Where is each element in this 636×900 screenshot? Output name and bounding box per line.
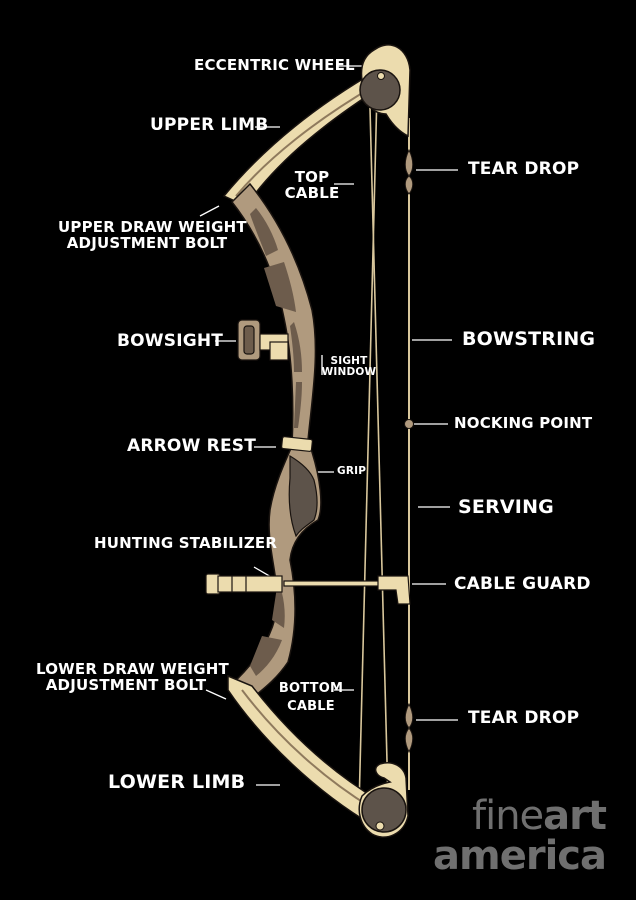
- riser-cutouts: [250, 208, 302, 676]
- watermark-fine: fine: [472, 793, 544, 839]
- bottom-cable-line: [369, 107, 389, 801]
- arrow-rest-shape: [281, 436, 313, 452]
- nocking-point-shape: [404, 419, 414, 429]
- label-bottom-cable-line2: CABLE: [287, 698, 335, 714]
- label-lower-draw-weight-bolt: LOWER DRAW WEIGHT ADJUSTMENT BOLT: [36, 660, 229, 694]
- top-cable-line: [358, 91, 378, 809]
- cable-guard-slide: [377, 575, 411, 605]
- label-eccentric-wheel: ECCENTRIC WHEEL: [194, 56, 355, 74]
- bottom-eccentric-wheel: [361, 787, 407, 833]
- riser-cutout-1: [250, 208, 278, 256]
- label-top-cable: TOP CABLE: [282, 168, 342, 202]
- label-upper-bolt-line2: ADJUSTMENT BOLT: [66, 233, 228, 252]
- riser-cutout-4: [294, 382, 302, 428]
- label-lower-bolt-line1: LOWER DRAW WEIGHT: [36, 660, 229, 678]
- label-serving: SERVING: [458, 496, 554, 518]
- label-nocking-point: NOCKING POINT: [454, 414, 593, 432]
- bowsight-ring: [243, 325, 255, 355]
- label-upper-bolt-line1: UPPER DRAW WEIGHT: [58, 218, 247, 236]
- stabilizer-rod: [217, 575, 283, 593]
- label-arrow-rest: ARROW REST: [127, 436, 257, 456]
- label-tear-drop-top: TEAR DROP: [468, 159, 580, 179]
- watermark-america: america: [433, 833, 607, 879]
- label-bottom-cable: BOTTOM CABLE: [276, 682, 346, 713]
- strings: [358, 91, 410, 809]
- lower-limb-highlight: [241, 689, 373, 809]
- string-accessories: [404, 148, 414, 754]
- label-sight-window: SIGHT WINDOW: [320, 355, 378, 379]
- bowsight-shape: [237, 319, 289, 361]
- label-lower-bolt-line2: ADJUSTMENT BOLT: [45, 675, 207, 694]
- upper-limb-highlight: [235, 85, 375, 197]
- label-top-cable-line1: TOP: [294, 168, 330, 186]
- grip-shape: [288, 454, 318, 538]
- label-sight-window-line2: WINDOW: [321, 366, 377, 379]
- watermark-art: art: [543, 793, 607, 839]
- riser-cutout-6: [250, 636, 282, 676]
- stabilizer-shape: [205, 573, 411, 605]
- bowsight-bracket-2: [269, 341, 289, 361]
- tear-drop-bottom-shape: [404, 702, 414, 754]
- label-bowstring: BOWSTRING: [462, 328, 596, 350]
- label-grip: GRIP: [337, 465, 367, 477]
- bottom-axle: [375, 821, 385, 831]
- watermark-fineart: fineart: [472, 793, 607, 839]
- label-tear-drop-bottom: TEAR DROP: [468, 708, 580, 728]
- riser-shape: [230, 182, 322, 701]
- label-lower-limb: LOWER LIMB: [108, 771, 246, 793]
- label-upper-limb: UPPER LIMB: [150, 115, 269, 135]
- label-bowsight: BOWSIGHT: [117, 331, 224, 351]
- leader-lines: [199, 65, 458, 786]
- label-bottom-cable-line1: BOTTOM: [278, 681, 344, 696]
- label-upper-draw-weight-bolt: UPPER DRAW WEIGHT ADJUSTMENT BOLT: [58, 218, 247, 252]
- top-eccentric-wheel: [359, 69, 401, 111]
- label-top-cable-line2: CABLE: [284, 183, 340, 202]
- tear-drop-top-shape: [404, 148, 414, 195]
- riser-cutout-2: [264, 262, 296, 312]
- riser-cutout-3: [290, 322, 302, 372]
- label-sight-window-line1: SIGHT: [330, 355, 368, 367]
- top-axle: [377, 72, 385, 80]
- label-hunting-stabilizer: HUNTING STABILIZER: [94, 534, 278, 552]
- cable-guard-rod: [283, 580, 381, 587]
- leader-lower-bolt: [205, 689, 227, 700]
- leader-upper-bolt: [199, 205, 220, 217]
- label-cable-guard: CABLE GUARD: [454, 574, 591, 594]
